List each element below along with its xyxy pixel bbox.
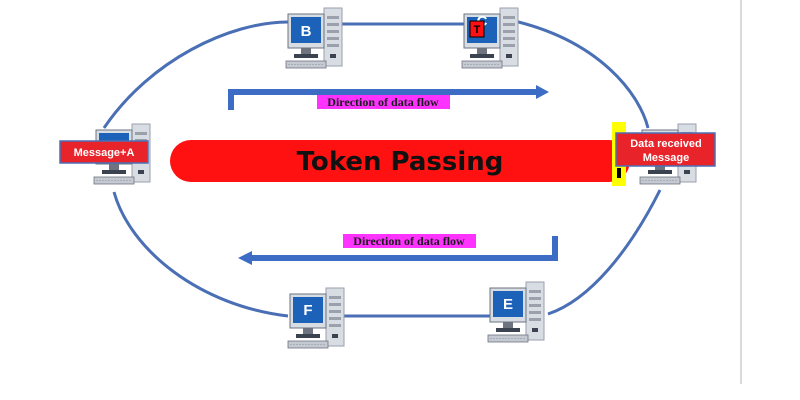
token-label: T <box>474 24 481 36</box>
node-e-label: E <box>503 296 513 313</box>
node-b-label: B <box>301 23 312 40</box>
receiver-message-line1: Data received <box>630 138 702 150</box>
desktop-computer-icon <box>461 7 519 69</box>
node-f: F <box>287 287 345 349</box>
desktop-computer-icon <box>285 7 343 69</box>
received-marker-dot <box>617 168 621 178</box>
receiver-message-line2: Message <box>643 152 689 164</box>
flow-label-top-highlight <box>317 95 450 109</box>
link-c-d <box>509 18 650 129</box>
sender-message-box <box>59 140 149 164</box>
node-c: C T <box>461 7 519 69</box>
token-icon <box>469 20 485 38</box>
node-b: B <box>285 7 343 69</box>
flow-arrow-bottom <box>238 236 558 265</box>
flow-label-top: Direction of data flow <box>327 95 439 109</box>
desktop-computer-icon <box>487 281 545 343</box>
node-e: E <box>487 281 545 343</box>
receiver-message-box <box>615 132 716 167</box>
diagram-title: Token Passing <box>297 147 504 177</box>
ring-connections <box>102 18 662 318</box>
node-f-label: F <box>303 302 312 319</box>
flow-label-bottom-highlight <box>343 234 476 248</box>
sender-message: Message+A <box>74 147 135 159</box>
title-pill <box>170 140 630 182</box>
flow-arrow-top <box>228 85 549 110</box>
link-d-e <box>547 189 662 316</box>
link-a-b <box>102 20 289 129</box>
desktop-computer-icon <box>287 287 345 349</box>
link-f-a <box>112 191 289 318</box>
flow-label-bottom: Direction of data flow <box>353 234 465 248</box>
